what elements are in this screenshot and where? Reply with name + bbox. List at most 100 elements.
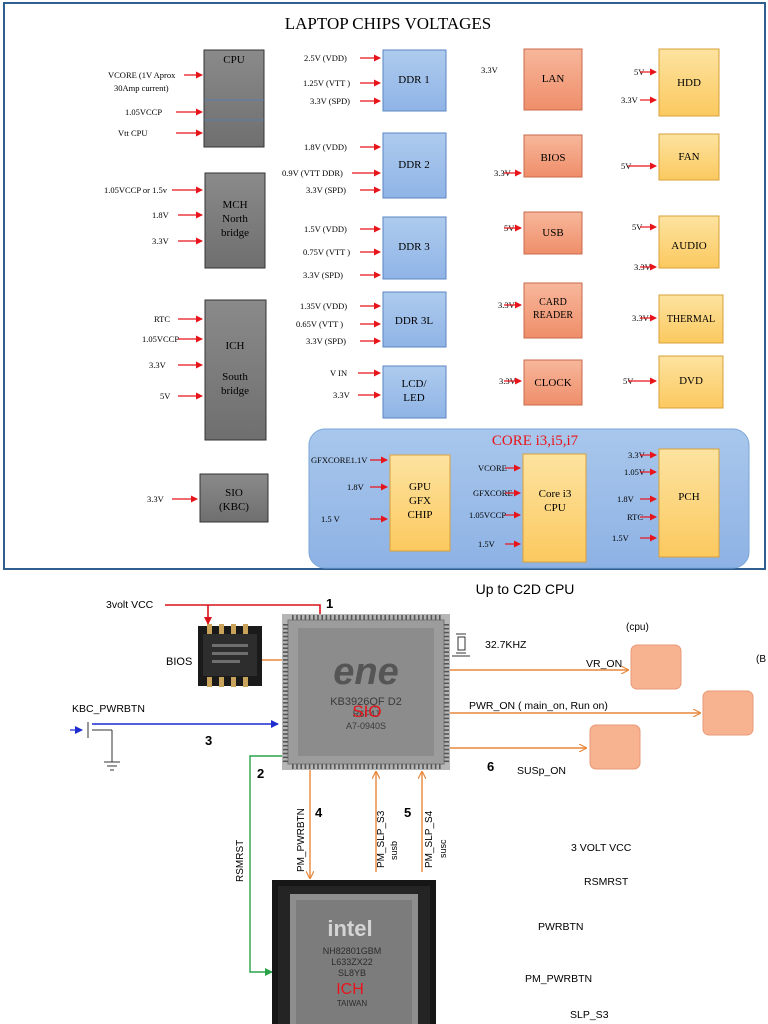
susp-on-label: SUSp_ON	[517, 765, 566, 777]
chip-pin	[397, 615, 399, 620]
chip-pin	[350, 764, 353, 769]
chip-card-line: READER	[533, 310, 573, 321]
chip-pin	[444, 702, 449, 704]
chip-audio: AUDIO	[658, 215, 720, 269]
step-number: 4	[315, 805, 323, 820]
chip-pin	[413, 615, 416, 620]
chip-pin	[304, 615, 307, 620]
chip-cpu-label: CPU	[223, 54, 244, 66]
chip-pin	[434, 764, 437, 769]
sio-chip-brand: ene	[333, 651, 398, 693]
chip-pin	[401, 764, 403, 769]
crystal-label: 32.7KHZ	[485, 639, 527, 651]
chip-pin	[444, 694, 449, 696]
voltage-label-corecpu: VCORE	[478, 463, 507, 473]
chip-pin	[422, 764, 424, 769]
voltage-label-ich: RTC	[154, 314, 170, 324]
chip-pin	[444, 733, 449, 735]
voltage-label-gpu: GFXCORE1.1V	[311, 455, 368, 465]
chip-pin	[444, 729, 449, 731]
chip-gpu: GPU GFX CHIP	[389, 454, 451, 552]
ich-chip-brand: intel	[327, 916, 372, 941]
chip-core-cpu-line: CPU	[544, 502, 565, 514]
chip-pin	[413, 764, 416, 769]
diagram-title: LAPTOP CHIPS VOLTAGES	[285, 14, 491, 33]
chip-pin	[283, 643, 288, 646]
chip-pin	[384, 764, 386, 769]
sequence-list: 3 VOLT VCC RSMRST PWRBTN PM_PWRBTN SLP_S…	[525, 842, 632, 1021]
chip-pin	[283, 678, 288, 681]
chip-pin	[371, 764, 374, 769]
chip-thermal: THERMAL	[658, 294, 724, 344]
step-number: 2	[257, 766, 264, 781]
chip-sio: SIO (KBC)	[199, 473, 269, 523]
susc-label: susc	[438, 839, 448, 858]
step-number: 6	[487, 759, 494, 774]
voltage-label-pch: 1.05V	[624, 467, 646, 477]
voltage-label-hdd: 5V	[634, 67, 645, 77]
chip-pin	[350, 615, 353, 620]
chip-pin	[409, 615, 412, 620]
rsmrst-wire	[249, 755, 282, 976]
chip-pin	[283, 627, 288, 630]
chip-pin	[439, 615, 441, 620]
sequence-item: RSMRST	[584, 876, 629, 888]
voltage-label-ich: 3.3V	[149, 360, 167, 370]
sequence-item: PM_PWRBTN	[525, 973, 592, 985]
chip-fan: FAN	[658, 133, 720, 181]
chip-pin	[363, 615, 365, 620]
chip-pin	[283, 647, 288, 649]
chip-core-cpu-line: Core i3	[539, 488, 572, 500]
chip-card-reader: CARD READER	[523, 282, 583, 339]
chip-pin	[292, 615, 294, 620]
chip-pin	[444, 631, 449, 634]
ich-chip-marking: TAIWAN	[337, 999, 367, 1008]
rsmrst-label: RSMRST	[235, 840, 246, 882]
chip-pin	[283, 694, 288, 696]
chip-pin	[283, 713, 288, 716]
chip-pin	[380, 615, 382, 620]
chip-pin	[342, 615, 344, 620]
chip-pin	[380, 764, 382, 769]
chip-pin	[444, 686, 449, 688]
voltage-label-ddr3l: 3.3V (SPD)	[306, 336, 346, 346]
chip-pin	[283, 659, 288, 661]
voltage-label-ddr3: 0.75V (VTT )	[303, 247, 350, 257]
voltage-label-bios: 3.3V	[494, 168, 512, 178]
chip-audio-label: AUDIO	[671, 240, 706, 252]
chip-ddr3: DDR 3	[382, 216, 447, 280]
chip-pin	[367, 764, 370, 769]
chip-pin	[444, 744, 449, 747]
voltage-label-hdd: 3.3V	[621, 95, 639, 105]
power-button-icon	[70, 722, 120, 771]
chip-ddr1: DDR 1	[382, 49, 447, 112]
chip-pin	[283, 666, 288, 669]
chip-pin	[283, 670, 288, 673]
sio-label: SIO	[352, 702, 381, 721]
chip-hdd: HDD	[658, 48, 720, 117]
chip-pin	[444, 737, 449, 739]
chip-pin	[439, 764, 441, 769]
voltage-label-sio: 3.3V	[147, 494, 165, 504]
chip-pin	[283, 737, 288, 739]
chip-pin	[283, 748, 288, 751]
chip-pin	[418, 615, 420, 620]
chip-pin	[283, 733, 288, 735]
chip-pin	[355, 615, 357, 620]
chip-pin	[392, 615, 395, 620]
chip-card-line: CARD	[539, 297, 567, 308]
chip-pin	[283, 698, 288, 700]
chip-pin	[283, 631, 288, 634]
chip-pin	[283, 624, 288, 626]
voltage-label-lcd: 3.3V	[333, 390, 351, 400]
vr-on-label: VR_ON	[586, 658, 622, 670]
chip-pin	[342, 764, 344, 769]
chip-pin	[283, 709, 288, 712]
kbc-pwrbtn-label: KBC_PWRBTN	[72, 703, 145, 715]
chip-pin	[444, 635, 449, 638]
chip-pin	[283, 729, 288, 731]
voltage-label-ich: 1.05VCCP	[142, 334, 179, 344]
chip-pin	[321, 615, 323, 620]
pm-slp-s3-label: PM_SLP_S3	[376, 810, 387, 868]
chip-pin	[430, 615, 433, 620]
